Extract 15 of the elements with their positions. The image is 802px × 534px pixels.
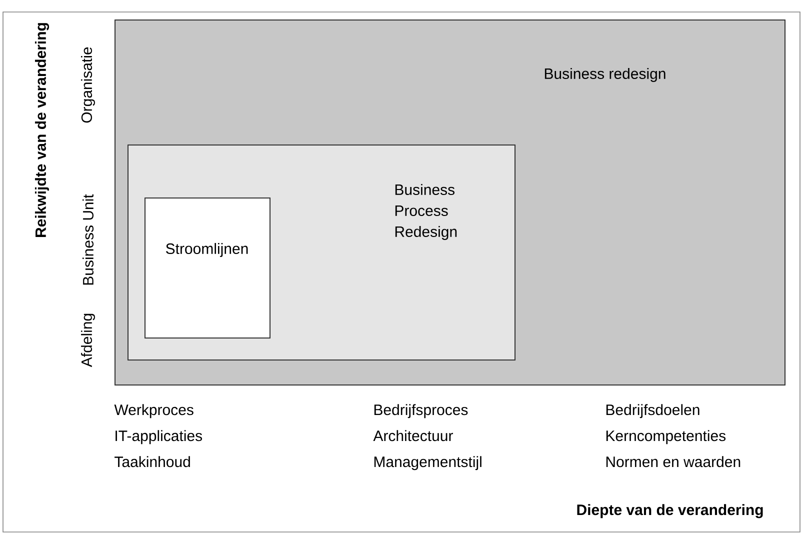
column-item: Werkproces: [114, 404, 194, 418]
column-item: Bedrijfsproces: [374, 404, 468, 418]
column-item: Bedrijfsdoelen: [606, 404, 700, 418]
axis-value: Afdeling: [81, 314, 95, 368]
inner-box: Stroomlijnen: [144, 198, 270, 338]
column-item: IT-applicaties: [116, 430, 202, 444]
column-item: Normen en waarden: [606, 456, 740, 468]
column-item: Architectuur: [373, 430, 453, 442]
axis-title: Reikwijdte van de verandering: [34, 23, 50, 237]
column-item: Managementstijl: [374, 456, 482, 470]
axis-title: Diepte van de verandering: [577, 504, 763, 518]
axis-value: Organisatie: [81, 47, 95, 123]
axis-value: Business Unit: [82, 194, 94, 285]
column-item: Kerncompetenties: [606, 430, 726, 444]
column-item: Taakinhoud: [114, 456, 190, 468]
